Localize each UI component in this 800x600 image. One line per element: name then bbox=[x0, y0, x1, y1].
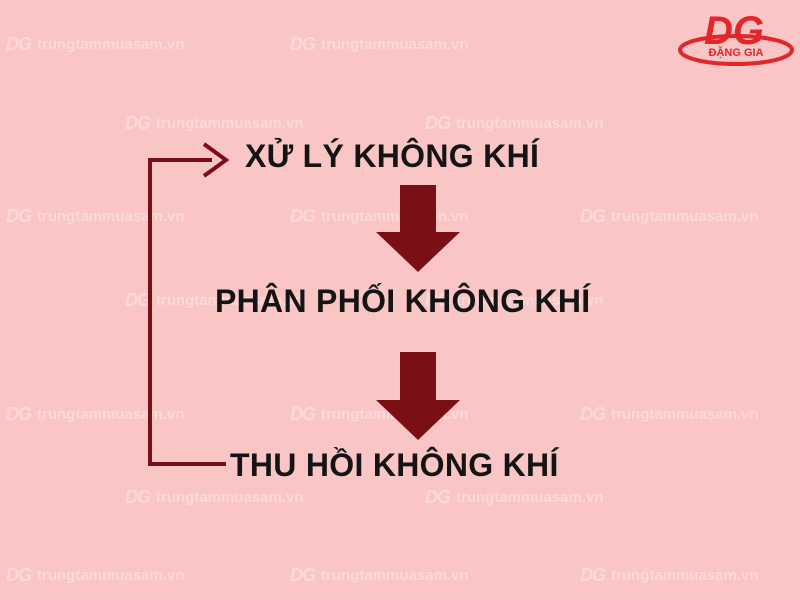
down-arrow-icon bbox=[376, 352, 460, 440]
step-air-distribution: PHÂN PHỐI KHÔNG KHÍ bbox=[215, 283, 591, 319]
step-air-handling: XỬ LÝ KHÔNG KHÍ bbox=[245, 138, 540, 174]
step-air-return: THU HỒI KHÔNG KHÍ bbox=[230, 447, 559, 483]
feedback-loop-line bbox=[148, 158, 226, 466]
logo-subtext-bg bbox=[702, 45, 770, 59]
logo-swoosh bbox=[678, 34, 794, 66]
brand-logo: DG ĐẶNG GIA bbox=[678, 9, 794, 66]
down-arrow-icon bbox=[376, 185, 460, 272]
logo-subtext: ĐẶNG GIA bbox=[709, 46, 764, 59]
feedback-arrowhead-icon bbox=[202, 142, 230, 178]
